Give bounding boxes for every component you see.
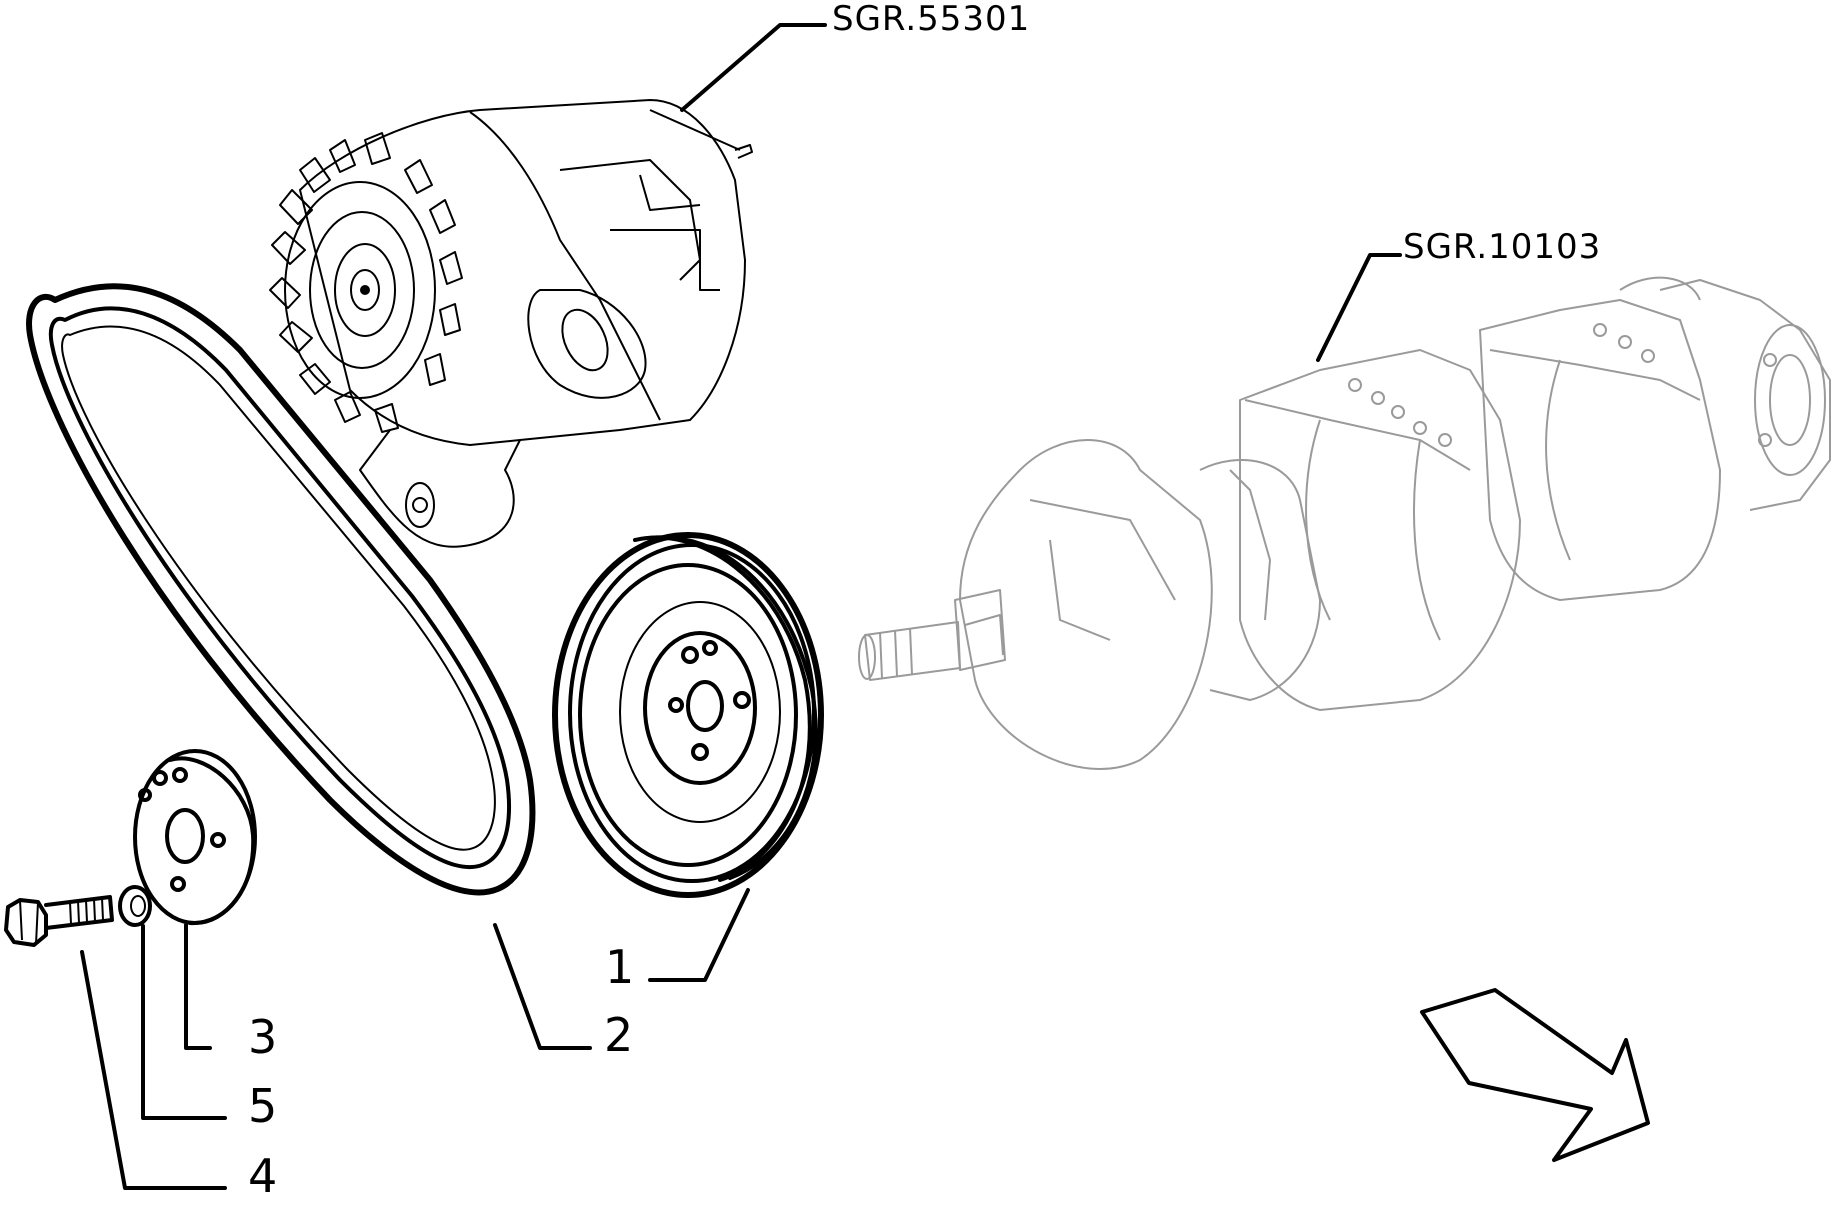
callout-3: 3 [248, 1010, 277, 1064]
retaining-plate [133, 749, 257, 926]
alternator [269, 99, 753, 548]
crankshaft-pulley [552, 532, 824, 898]
crankshaft [858, 276, 1831, 770]
leader-lines [80, 23, 1402, 1190]
callout-1: 1 [605, 940, 634, 994]
alternator-ref-label: SGR.55301 [832, 0, 1030, 39]
callout-4: 4 [248, 1149, 277, 1203]
callout-2: 2 [604, 1008, 633, 1062]
v-belt [26, 283, 536, 896]
direction-arrow-icon [1420, 988, 1650, 1162]
hex-screw [4, 895, 114, 947]
crankshaft-ref-label: SGR.10103 [1403, 227, 1601, 267]
spring-washer [118, 885, 152, 927]
callout-5: 5 [248, 1079, 277, 1133]
